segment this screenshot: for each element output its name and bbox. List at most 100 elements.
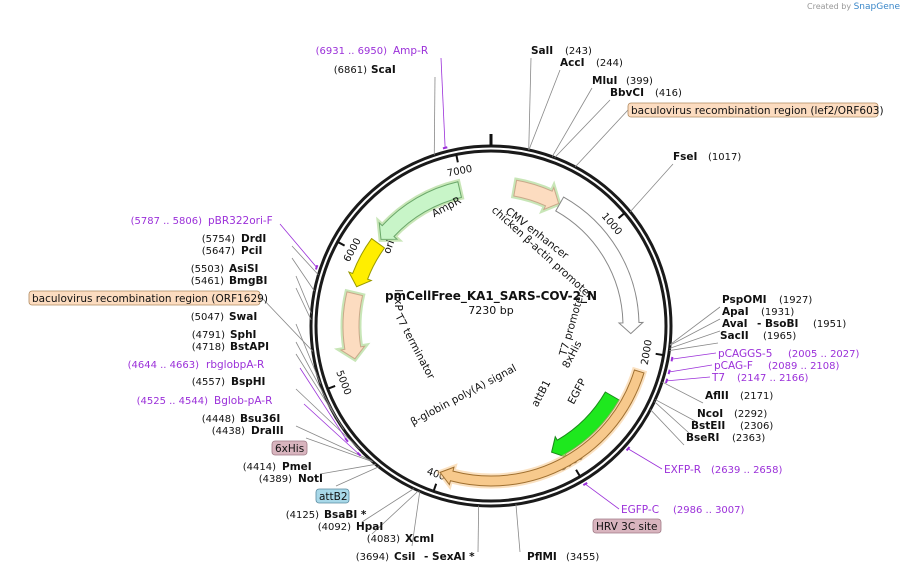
primer-leader-line — [279, 223, 317, 268]
site-bsabi-pos: (4125) — [286, 510, 319, 521]
feature-arrow — [439, 369, 645, 487]
site-leader-line — [669, 330, 721, 349]
primer-binding-mark — [664, 378, 669, 384]
primer-pcaggs5: pCAGGS-5 — [718, 348, 772, 360]
box-attb2-text: attB2 — [319, 491, 348, 503]
site-sphi: SphI — [230, 329, 256, 341]
site-hpai: HpaI — [356, 521, 383, 533]
plasmid-length: 7230 bp — [468, 304, 513, 317]
site-leader-line — [669, 306, 721, 345]
site-leader-line — [411, 491, 421, 547]
tick-mark — [617, 212, 626, 219]
primer-binding-mark — [625, 446, 631, 452]
site-leader-line — [371, 490, 419, 535]
tick-mark — [327, 385, 336, 390]
site-apai: ApaI — [722, 306, 749, 318]
primer-leader-line — [585, 483, 620, 510]
site-sexai: - SexAI * — [424, 551, 475, 563]
site-leader-line — [295, 388, 360, 450]
inner-label-attb1: attB1 — [529, 378, 553, 409]
primer-binding-mark — [356, 451, 362, 457]
site-drdi: DrdI — [241, 233, 266, 245]
primer-binding-mark — [670, 356, 674, 362]
site-ncoi-pos: (2292) — [734, 409, 767, 420]
site-bsteii-pos: (2306) — [740, 421, 773, 432]
primer-leader-line — [303, 403, 360, 455]
feature-arrow — [339, 291, 366, 360]
site-leader-line — [654, 401, 690, 434]
site-mlui-pos: (399) — [626, 76, 653, 87]
primer-exfpr: EXFP-R — [664, 464, 701, 476]
site-leader-line — [261, 297, 314, 352]
box-baculo-orf1629-text: baculovirus recombination region (ORF162… — [32, 293, 268, 305]
site-hpai-pos: (4092) — [318, 522, 351, 533]
inner-label-loxp: loxP — [392, 289, 404, 311]
site-pflmi-pos: (3455) — [566, 552, 599, 563]
plasmid-name: pmCellFree_KA1_SARS-COV-2_N — [385, 289, 597, 304]
primer-leader-line — [627, 448, 663, 470]
site-pmei: PmeI — [282, 461, 312, 473]
site-leader-line — [291, 257, 315, 292]
site-bsabi: BsaBI * — [324, 509, 367, 521]
site-apai-pos: (1931) — [761, 307, 794, 318]
site-leader-line — [554, 99, 611, 158]
feature-arrow — [513, 179, 560, 211]
tick-mark — [455, 154, 459, 163]
site-leader-line — [295, 287, 312, 321]
site-sali-pos: (243) — [565, 46, 592, 57]
site-leader-line — [319, 463, 376, 475]
site-bbvci: BbvCI — [610, 87, 644, 99]
site-bsteii: BstEII — [691, 420, 725, 432]
site-pcii: PciI — [241, 245, 262, 257]
snapgene-logo: Created by SnapGene — [807, 2, 900, 12]
primer-ampr: Amp-R — [393, 45, 428, 57]
box-hrv3c — [592, 518, 662, 534]
site-leader-line — [528, 57, 532, 151]
inner-label-t7-terminator: T7 terminator — [392, 311, 437, 382]
tick-mark — [575, 469, 582, 478]
site-aflii: AflII — [705, 390, 729, 402]
site-asisi-pos: (5503) — [191, 264, 224, 275]
primer-binding-mark — [314, 264, 319, 270]
site-sacii: SacII — [720, 330, 749, 342]
tick-label: 2000 — [640, 339, 655, 366]
primer-pcagf-range: (2089 .. 2108) — [768, 361, 840, 372]
tick-mark — [337, 240, 346, 247]
created-by-text: Created by — [807, 2, 852, 11]
site-leader-line — [551, 87, 593, 157]
site-avai-pos: (1951) — [813, 319, 846, 330]
site-bmgbi: BmgBI — [229, 275, 267, 287]
primer-leader-line — [440, 57, 446, 148]
primer-exfpr-range: (2639 .. 2658) — [711, 465, 783, 476]
primer-binding-mark — [582, 481, 588, 487]
site-swai-pos: (5047) — [191, 312, 224, 323]
site-fsei: FseI — [673, 151, 697, 163]
site-bstapi: BstAPI — [230, 341, 269, 353]
site-bsu36i: Bsu36I — [240, 413, 280, 425]
site-leader-line — [477, 505, 480, 553]
primer-pcaggs5-range: (2005 .. 2027) — [788, 349, 860, 360]
site-sacii-pos: (1965) — [763, 331, 796, 342]
site-draiii-pos: (4438) — [212, 426, 245, 437]
primer-binding-mark — [667, 369, 671, 375]
primer-bglobpa: Bglob-pA-R — [214, 395, 272, 407]
site-leader-line — [295, 341, 338, 421]
site-bsu36i-pos: (4448) — [202, 414, 235, 425]
site-sali: SalI — [531, 45, 553, 57]
site-leader-line — [291, 245, 319, 276]
primer-t7: T7 — [711, 372, 725, 384]
primer-leader-line — [669, 364, 713, 373]
box-baculo-lef2 — [627, 102, 879, 118]
site-xcmi-pos: (4083) — [367, 534, 400, 545]
site-leader-line — [650, 409, 685, 446]
site-pmei-pos: (4414) — [243, 462, 276, 473]
site-aflii-pos: (2171) — [740, 391, 773, 402]
primer-leader-line — [671, 352, 717, 360]
site-bmgbi-pos: (5461) — [191, 276, 224, 287]
tick-mark — [432, 483, 438, 492]
backbone-inner-ring — [314, 149, 668, 503]
leader-lines — [261, 57, 721, 553]
site-noti: NotI — [298, 473, 323, 485]
box-attb2 — [315, 488, 350, 504]
